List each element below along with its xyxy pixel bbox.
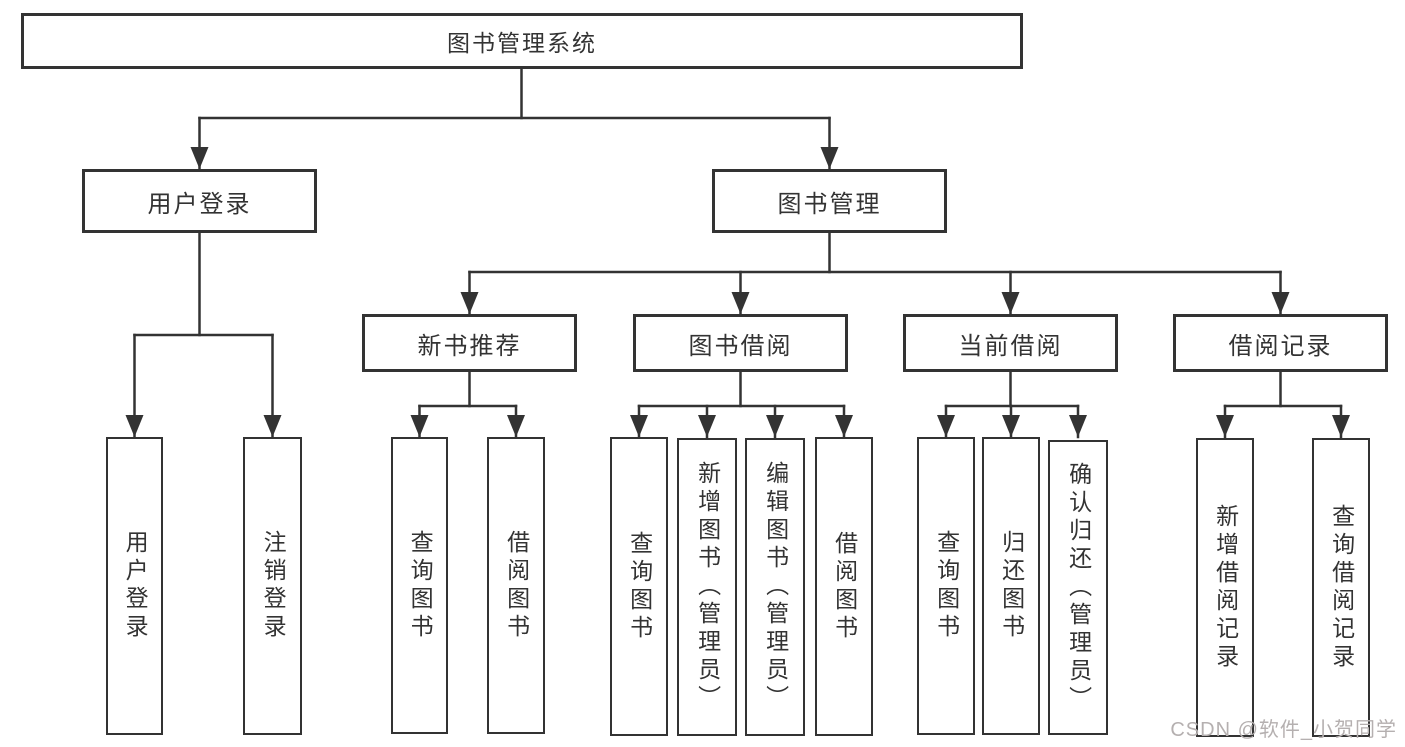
leaf-bb-borrow-books: 借阅图书 [815, 437, 873, 736]
leaf-cb-confirm-return-admin: 确认归还（管理员） [1048, 440, 1108, 735]
leaf-nb-query-books: 查询图书 [391, 437, 448, 734]
leaf-nb-borrow-books: 借阅图书 [487, 437, 545, 734]
node-current-borrowing: 当前借阅 [903, 314, 1118, 372]
leaf-cb-query-books: 查询图书 [917, 437, 975, 735]
node-user-login: 用户登录 [82, 169, 317, 233]
node-book-borrowing: 图书借阅 [633, 314, 848, 372]
node-new-book-recommendation: 新书推荐 [362, 314, 577, 372]
node-borrowing-records: 借阅记录 [1173, 314, 1388, 372]
leaf-br-add-record: 新增借阅记录 [1196, 438, 1254, 737]
leaf-user-login-action: 用户登录 [106, 437, 163, 735]
leaf-bb-query-books: 查询图书 [610, 437, 668, 736]
leaf-bb-add-book-admin: 新增图书（管理员） [677, 438, 737, 736]
leaf-logout-action: 注销登录 [243, 437, 302, 735]
leaf-br-query-record: 查询借阅记录 [1312, 438, 1370, 737]
node-book-management: 图书管理 [712, 169, 947, 233]
watermark: CSDN @软件_小贺同学 [1170, 719, 1397, 741]
node-root: 图书管理系统 [21, 13, 1023, 69]
leaf-cb-return-books: 归还图书 [982, 437, 1040, 735]
leaf-bb-edit-book-admin: 编辑图书（管理员） [745, 438, 805, 736]
